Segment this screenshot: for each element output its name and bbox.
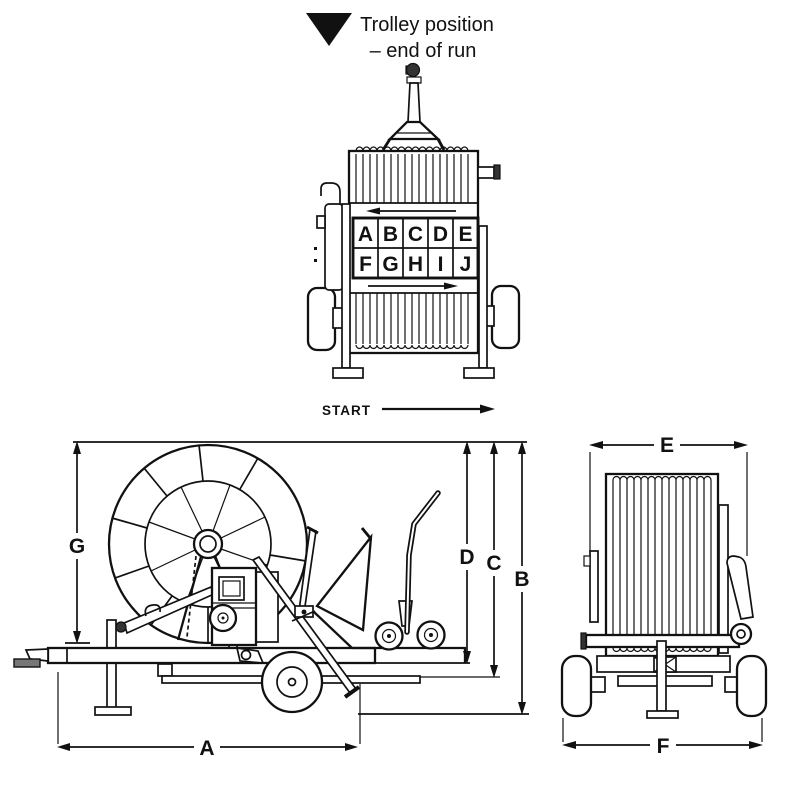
trolley-frame bbox=[315, 533, 373, 632]
rear-jack-foot bbox=[646, 710, 679, 719]
dim-label-g: G bbox=[69, 535, 85, 558]
dim-line-f: F bbox=[562, 718, 763, 759]
rear-view: E F bbox=[560, 432, 768, 759]
drum-ribs-lower bbox=[355, 293, 469, 344]
legend: Trolley position – end of run bbox=[306, 13, 494, 62]
rear-left-wheel bbox=[560, 654, 593, 718]
sprinkler-trolley bbox=[315, 490, 446, 651]
grid-letter: B bbox=[383, 223, 398, 246]
right-back-panel bbox=[718, 504, 729, 654]
side-view: G D C bbox=[13, 441, 535, 760]
start-arrow-icon bbox=[480, 404, 495, 414]
dim-label-e: E bbox=[660, 434, 674, 457]
stub-axle bbox=[477, 166, 495, 179]
drawbar-tip bbox=[24, 648, 49, 662]
start-label: START bbox=[322, 403, 371, 418]
right-stand-foot bbox=[463, 367, 495, 379]
left-stand-leg bbox=[341, 203, 351, 369]
grid-letter: D bbox=[433, 223, 448, 246]
hitch-legs bbox=[381, 138, 446, 151]
legend-line2: – end of run bbox=[370, 40, 477, 62]
grid-letter: G bbox=[382, 253, 398, 276]
drum-top-scallops bbox=[355, 146, 469, 152]
letter-grid: A B C D E F G H I J bbox=[351, 216, 480, 280]
dim-label-a: A bbox=[199, 737, 214, 760]
dim-line-e: E bbox=[589, 432, 748, 458]
gearbox bbox=[208, 566, 279, 647]
rear-jack-post bbox=[656, 640, 667, 712]
grid-letter: C bbox=[408, 223, 423, 246]
arrow-right-icon bbox=[444, 282, 458, 290]
rear-ribs bbox=[612, 480, 712, 646]
tow-hitch bbox=[381, 62, 446, 151]
top-left-wheel bbox=[306, 286, 337, 352]
dim-label-f: F bbox=[657, 735, 670, 758]
hitch-foot bbox=[13, 658, 41, 668]
drum-bottom-scallops bbox=[355, 344, 469, 350]
drum-ribs-upper bbox=[355, 154, 469, 203]
left-stand-foot bbox=[332, 367, 364, 379]
arrow-left-icon bbox=[366, 207, 380, 215]
inlet-cap bbox=[115, 621, 127, 633]
band-borders bbox=[350, 202, 477, 294]
left-guide-plate bbox=[589, 550, 599, 623]
dim-line-g: G bbox=[64, 441, 89, 644]
grid-letter: F bbox=[359, 253, 372, 276]
grid-letter: E bbox=[458, 223, 472, 246]
rear-right-wheel bbox=[735, 654, 768, 718]
tow-eye bbox=[405, 62, 421, 78]
dim-line-b: B bbox=[509, 441, 535, 715]
grid-letter: H bbox=[408, 253, 423, 276]
hose-guide-plate bbox=[726, 555, 754, 620]
trolley-position-marker-icon bbox=[306, 13, 352, 46]
main-wheel bbox=[260, 650, 324, 714]
inlet-flange bbox=[316, 215, 326, 229]
top-right-wheel bbox=[490, 284, 521, 350]
hitch-bell bbox=[387, 120, 441, 141]
jack-foot bbox=[94, 706, 132, 716]
dim-line-c: C bbox=[481, 441, 507, 678]
dim-label-b: B bbox=[514, 568, 529, 591]
right-stand-leg bbox=[478, 225, 488, 369]
wind-arrow-left bbox=[366, 207, 456, 215]
wind-arrow-right bbox=[368, 282, 458, 290]
grid-letter: A bbox=[358, 223, 373, 246]
strut-foot bbox=[343, 685, 361, 699]
inlet-riser bbox=[324, 203, 344, 291]
side-dimensions: G D C bbox=[57, 441, 535, 760]
inlet-elbow bbox=[320, 182, 341, 204]
grid-letter: I bbox=[438, 253, 444, 276]
dim-line-d: D bbox=[454, 441, 480, 664]
top-view: A B C D E F G H I J bbox=[306, 62, 521, 379]
start-indicator: START bbox=[322, 403, 495, 418]
dim-label-d: D bbox=[459, 546, 474, 569]
grid-letter: J bbox=[460, 253, 472, 276]
dim-label-c: C bbox=[486, 552, 501, 575]
control-panel bbox=[218, 576, 245, 601]
hitch-shaft bbox=[407, 82, 421, 123]
dim-line-a: A bbox=[57, 735, 358, 760]
legend-line1: Trolley position bbox=[360, 14, 494, 36]
e-extension-lines bbox=[589, 452, 748, 556]
